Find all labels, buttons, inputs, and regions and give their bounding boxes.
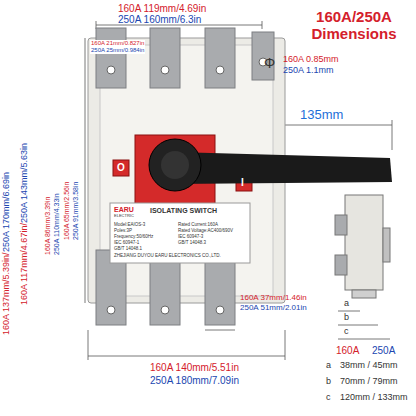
dimension-label: 250A 1.1mm [283,66,334,76]
dimension-label: 250A 110mm/4.33in [53,193,61,255]
table-cell: 70mm / 79mm [340,377,398,387]
dimension-label: 160A 0.85mm [283,55,339,65]
title: 160A/250A Dimensions [298,8,410,43]
table-cell: a [326,361,331,371]
side-dimension: a [344,299,349,309]
table-cell: 38mm / 45mm [340,361,398,371]
dimension-label: 160A 117mm/4.67in/ [20,223,30,305]
side-dimension: c [344,327,349,337]
plate-title: ISOLATING SWITCH [150,207,217,215]
plate-spec: Rated Voltage:AC400/690V [178,229,233,234]
dimension-label: 250A 160mm/6.3in [118,14,201,25]
dimension-label: 250A 51mm/2.01in [240,304,307,313]
plate-spec: GB/T 14048.1 [114,247,142,252]
plate-spec: GB/T 14048.3 [178,241,206,246]
table-cell: b [326,377,331,387]
brand-name: EARU [114,206,134,214]
handle-length: 135mm [300,108,343,122]
dimension-label: 250A 170mm/6.69in [2,172,12,252]
plate-spec: Frequency:50/60Hz [114,235,153,240]
dimension-label: 160A 86mm/3.39in [44,197,52,255]
plate-spec: IEC 60947-3 [178,235,203,240]
table-header: 250A [372,345,395,356]
dimension-label: 160A 119mm/4.69in [118,3,206,14]
plate-spec: Model:EAIOS-3 [114,223,145,228]
table-header: 160A [336,345,359,356]
side-dimension: b [344,313,349,323]
dimension-label: 160A 140mm/5.51in [150,362,239,373]
dimension-label: 160A 21mm/0.827in [90,40,145,47]
plate-maker: ZHEJIANG DUYOU EARU ELECTRONICS CO.,LTD. [114,254,221,259]
plate-spec: IEC 60947-1 [114,241,139,246]
dimension-label: 160A 37mm/1.46in [240,294,307,303]
off-mark: O [117,162,125,173]
on-mark: I [241,177,244,188]
plate-spec: Rated Current:160A [178,223,218,228]
plate-spec: Poles:3P [114,229,132,234]
dimension-label: 160A 137mm/5.39in/ [2,252,12,335]
dimension-label: 250A 25mm/0.984in [90,47,145,54]
dimension-label: 250A 143mm/5.63in [20,143,30,223]
brand-subtitle: ELECTRIC [114,214,134,218]
diameter-symbol: Φ [264,56,275,71]
table-cell: 120mm / 133mm [340,393,408,403]
dimension-label: 250A 180mm/7.09in [150,375,239,386]
dimension-label: 160A 65mm/2.56in [63,182,71,240]
table-cell: c [326,393,331,403]
dimension-label: 250A 91mm/3.58in [72,182,80,240]
